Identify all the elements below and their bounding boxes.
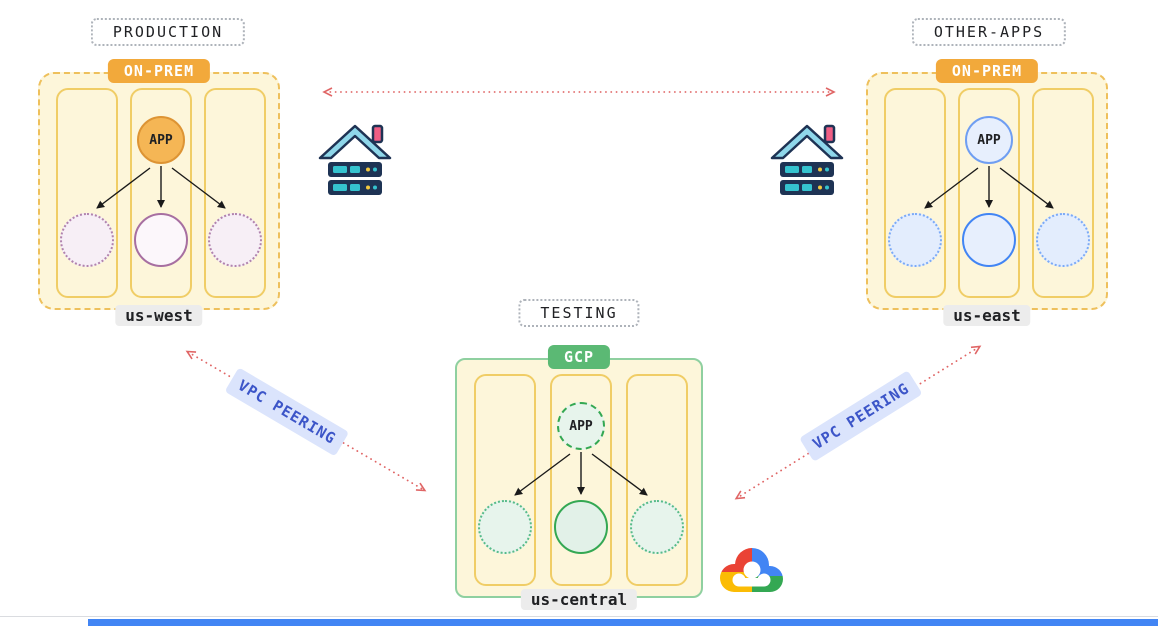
google-cloud-icon: [712, 538, 792, 604]
testing-title: TESTING: [518, 299, 640, 327]
other-apps-onprem-badge: ON-PREM: [935, 59, 1039, 83]
production-onprem-badge: ON-PREM: [107, 59, 211, 83]
us-east-replica-node-left: [888, 213, 942, 267]
bottom-divider: [0, 616, 1158, 617]
fanout-arrow: [171, 167, 226, 209]
production-title: PRODUCTION: [90, 18, 246, 46]
us-west-replica-node-left: [60, 213, 114, 267]
fanout-arrow: [999, 167, 1054, 209]
on-prem-datacenter-icon: [767, 120, 847, 204]
us-west-replica-node-right: [208, 213, 262, 267]
app-fanout-arrows: [96, 166, 226, 209]
zone-column: [550, 374, 612, 586]
app-fanout-arrows: [514, 452, 648, 496]
us-east-replica-node-middle: [962, 213, 1016, 267]
fanout-arrow: [514, 453, 571, 496]
other-apps-title: OTHER-APPS: [911, 18, 1067, 46]
us-central-replica-node-middle: [554, 500, 608, 554]
us-east-region-label: us-east: [943, 305, 1031, 326]
zone-column: [130, 88, 192, 298]
us-west-app-node: APP: [137, 116, 185, 164]
us-west-region: APP: [38, 72, 280, 310]
fanout-arrow: [924, 167, 979, 209]
on-prem-datacenter-icon: [315, 120, 395, 204]
us-central-app-node: APP: [557, 402, 605, 450]
vpc-peering-label-left: VPC PEERING: [224, 367, 350, 457]
zone-column: [958, 88, 1020, 298]
fanout-arrow: [96, 167, 151, 209]
us-central-region-label: us-central: [520, 589, 638, 610]
us-east-region: APP: [866, 72, 1108, 310]
us-east-app-node: APP: [965, 116, 1013, 164]
us-central-replica-node-left: [478, 500, 532, 554]
us-central-region: APP: [455, 358, 703, 598]
vpc-peering-label-right: VPC PEERING: [799, 370, 923, 462]
us-east-replica-node-right: [1036, 213, 1090, 267]
app-fanout-arrows: [924, 166, 1054, 209]
us-west-replica-node-middle: [134, 213, 188, 267]
bottom-blue-bar: [88, 619, 1158, 626]
fanout-arrow: [591, 453, 648, 496]
us-central-replica-node-right: [630, 500, 684, 554]
testing-gcp-badge: GCP: [547, 345, 611, 369]
us-west-region-label: us-west: [115, 305, 203, 326]
